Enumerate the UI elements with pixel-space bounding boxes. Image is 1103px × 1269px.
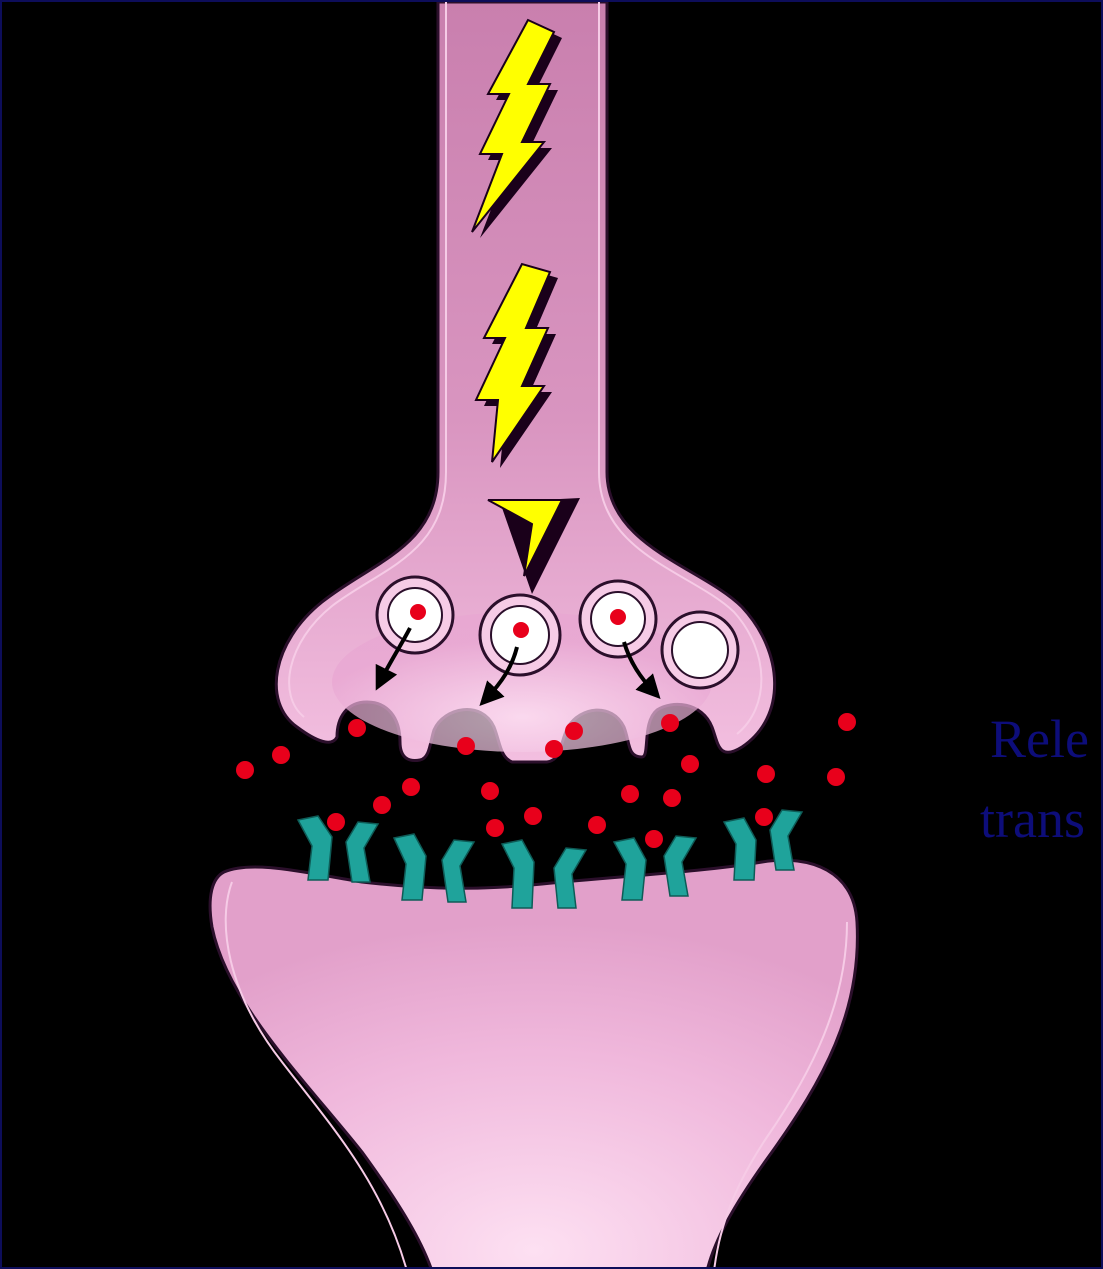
vesicle — [580, 581, 656, 657]
neurotransmitter — [838, 713, 856, 731]
neurotransmitter — [827, 768, 845, 786]
neurotransmitter — [565, 722, 583, 740]
neurotransmitter — [272, 746, 290, 764]
neurotransmitter — [755, 808, 773, 826]
neurotransmitter — [663, 789, 681, 807]
neurotransmitter — [588, 816, 606, 834]
neurotransmitter — [486, 819, 504, 837]
vesicle — [480, 595, 560, 675]
postsynaptic-cell — [210, 860, 857, 1269]
neurotransmitter — [524, 807, 542, 825]
caption-line: Rele — [990, 712, 1089, 766]
neurotransmitter — [545, 740, 563, 758]
neurotransmitter — [681, 755, 699, 773]
neurotransmitter — [402, 778, 420, 796]
neurotransmitter — [373, 796, 391, 814]
neurotransmitter — [645, 830, 663, 848]
vesicle — [662, 612, 738, 688]
neurotransmitter — [757, 765, 775, 783]
neurotransmitter — [621, 785, 639, 803]
vesicle — [377, 577, 453, 653]
neurotransmitter — [327, 813, 345, 831]
neurotransmitter — [481, 782, 499, 800]
caption-line: trans — [980, 792, 1085, 846]
neurotransmitter — [661, 714, 679, 732]
neurotransmitter — [236, 761, 254, 779]
neurotransmitter — [348, 719, 366, 737]
neurotransmitter — [457, 737, 475, 755]
postsynaptic-membrane — [210, 860, 857, 1269]
